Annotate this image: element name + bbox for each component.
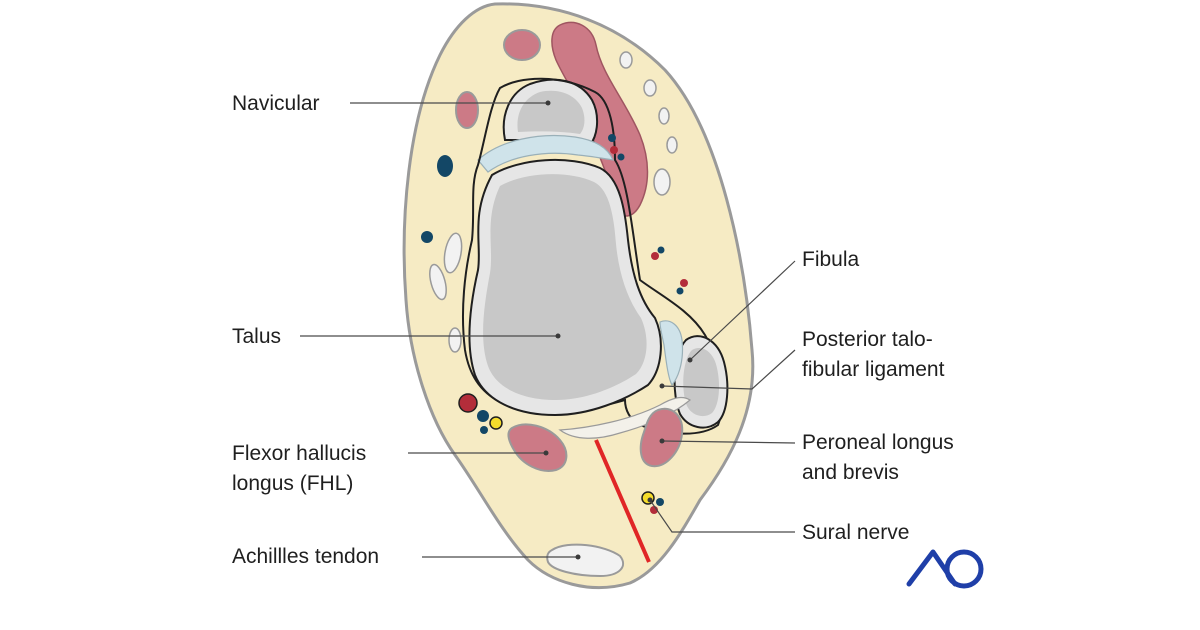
tendon-oval — [658, 107, 670, 125]
leader-peroneal — [661, 440, 796, 444]
fhl-muscle — [507, 423, 568, 472]
talonavicular-cartilage — [477, 134, 614, 173]
posterior-tibial-vein-2 — [480, 426, 488, 434]
ao-logo: AO — [0, 0, 984, 589]
leader-ptfl — [661, 349, 796, 390]
label-peroneal-line1: Peroneal longus — [802, 431, 954, 454]
posterior-talofibular-ligament — [558, 396, 692, 439]
leader-sural — [649, 499, 795, 533]
tendon-oval — [443, 232, 463, 274]
pointer-dot-fibula — [687, 357, 693, 363]
sural-vein-dot — [656, 498, 664, 506]
tibial-nerve — [489, 416, 503, 430]
pointer-dot-ptfl — [659, 383, 665, 389]
talofibular-cartilage — [659, 320, 684, 387]
lateral-artery-2 — [680, 279, 688, 287]
ao-logo-o-shape — [944, 549, 984, 589]
peroneal-tendons — [639, 407, 684, 468]
label-ptfl-line1: Posterior talo- — [802, 328, 933, 351]
talus-inner — [483, 174, 647, 400]
tendon-oval — [643, 79, 657, 97]
talus-outline — [461, 77, 725, 435]
fibula-inner — [683, 348, 720, 417]
vein-dot — [421, 231, 433, 243]
lateral-vein-1 — [657, 246, 665, 254]
tendon-oval — [666, 136, 678, 154]
label-fhl-line1: Flexor hallucis — [232, 442, 366, 465]
pointer-dot-talus — [555, 333, 561, 339]
posterior-tibial-vein — [477, 410, 489, 422]
label-peroneal-line2: and brevis — [802, 461, 899, 484]
dorsal-vein-2 — [608, 134, 616, 142]
pointer-dot-sural — [647, 497, 653, 503]
great-saphenous-vein — [437, 155, 453, 177]
pointer-dot-navicular — [545, 100, 551, 106]
dorsal-vein-1 — [617, 153, 625, 161]
label-sural: Sural nerve — [802, 521, 909, 544]
lateral-artery-1 — [651, 252, 659, 260]
label-fibula: Fibula — [802, 248, 860, 271]
label-fhl-line2: longus (FHL) — [232, 472, 353, 495]
tendon-oval — [448, 327, 462, 353]
label-navicular: Navicular — [232, 92, 320, 115]
incision-line — [594, 439, 651, 563]
pointer-dot-peroneal — [659, 438, 665, 444]
dorsal-artery-1 — [610, 146, 618, 154]
tendon-oval — [619, 51, 633, 69]
ao-logo-text: AO — [0, 0, 2, 1]
medial-tendon-1 — [455, 91, 479, 129]
label-achilles: Achillles tendon — [232, 545, 379, 568]
lateral-vein-2 — [676, 287, 684, 295]
pointer-dot-fhl — [543, 450, 549, 456]
tendon-oval — [653, 168, 671, 196]
pointer-dot-achilles — [575, 554, 581, 560]
label-ptfl-line2: fibular ligament — [802, 358, 945, 381]
leader-fibula — [689, 260, 796, 361]
posterior-tibial-artery — [458, 393, 478, 413]
label-talus: Talus — [232, 325, 281, 348]
tibialis-anterior-tendon — [503, 29, 541, 61]
tendon-oval — [429, 263, 447, 301]
navicular-inner — [517, 90, 585, 134]
